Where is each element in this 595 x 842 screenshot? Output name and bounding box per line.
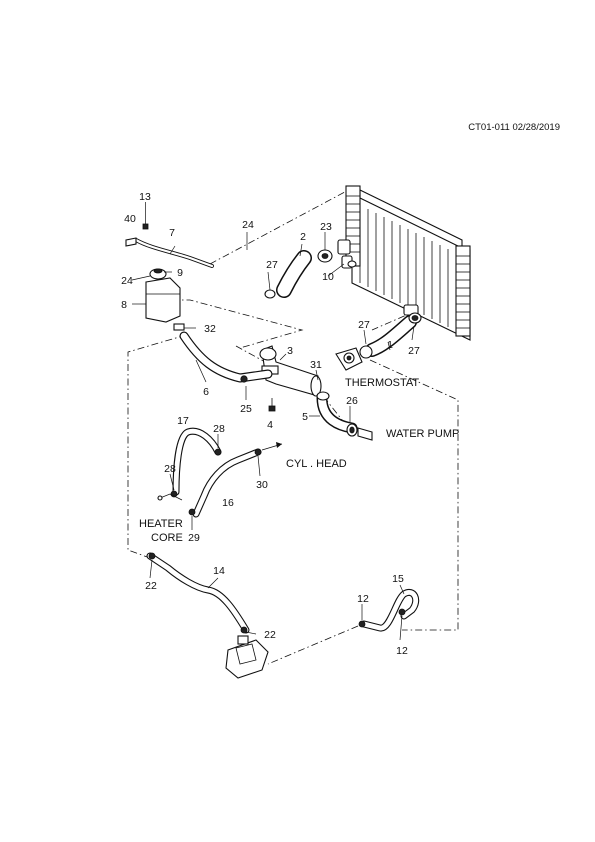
callout-27-upper: 27	[266, 259, 278, 271]
callout-24-top: 24	[242, 219, 254, 231]
leader-lines	[131, 232, 415, 641]
callout-4: 4	[267, 419, 273, 431]
callout-6: 6	[203, 386, 209, 398]
callout-2: 2	[300, 231, 306, 243]
bolt	[268, 398, 276, 412]
coolant-reservoir	[145, 268, 185, 331]
component-labels: THERMOSTAT WATER PUMP CYL . HEAD HEATER …	[139, 377, 459, 544]
label-water-pump: WATER PUMP	[386, 428, 459, 440]
callout-22-left: 22	[145, 580, 157, 592]
callout-17: 17	[177, 415, 189, 427]
callout-3: 3	[287, 345, 293, 357]
upper-radiator-hose	[264, 249, 357, 299]
heater-outlet-hose	[172, 427, 222, 496]
callout-10: 10	[322, 271, 334, 283]
overflow-hose	[125, 202, 214, 268]
callout-7: 7	[169, 227, 175, 239]
bypass-hose	[316, 391, 373, 441]
thermostat-housing	[335, 347, 363, 371]
callout-25: 25	[240, 403, 252, 415]
heater-inlet-hose-2	[170, 442, 283, 518]
callout-30: 30	[256, 479, 268, 491]
callout-numbers: 13 40 7 24 2 23 27 10 9 24 8 32 3 6 25 4…	[121, 191, 420, 657]
callout-40: 40	[124, 213, 136, 225]
heater-core-stub	[157, 493, 183, 501]
callout-15: 15	[392, 573, 404, 585]
callout-12-left: 12	[357, 593, 369, 605]
callout-12-right: 12	[396, 645, 408, 657]
lower-return-hose	[146, 552, 250, 634]
label-heater: HEATER	[139, 518, 183, 530]
lower-radiator-hose	[359, 312, 422, 359]
callout-31: 31	[310, 359, 322, 371]
callout-13: 13	[139, 191, 151, 203]
heater-inlet-hose	[179, 331, 273, 383]
diagram-code: CT01-011 02/28/2019	[468, 122, 560, 133]
callout-8: 8	[121, 299, 127, 311]
callout-28-lower: 28	[164, 463, 176, 475]
callout-28-upper: 28	[213, 423, 225, 435]
callout-27-lower: 27	[408, 345, 420, 357]
callout-9: 9	[177, 267, 183, 279]
auxiliary-pump	[225, 635, 269, 679]
callout-14: 14	[213, 565, 225, 577]
callout-24-left: 24	[121, 275, 133, 287]
radiator	[337, 185, 471, 341]
callout-16: 16	[222, 497, 234, 509]
callout-29: 29	[188, 532, 200, 544]
callout-32: 32	[204, 323, 216, 335]
callout-26: 26	[346, 395, 358, 407]
callout-23: 23	[320, 221, 332, 233]
label-cyl-head: CYL . HEAD	[286, 458, 347, 470]
callout-27-thermo: 27	[358, 319, 370, 331]
label-core: CORE	[151, 532, 183, 544]
callout-5: 5	[302, 411, 308, 423]
callout-22-pump: 22	[264, 629, 276, 641]
label-thermostat: THERMOSTAT	[345, 377, 419, 389]
callout-1: 1	[387, 339, 393, 351]
